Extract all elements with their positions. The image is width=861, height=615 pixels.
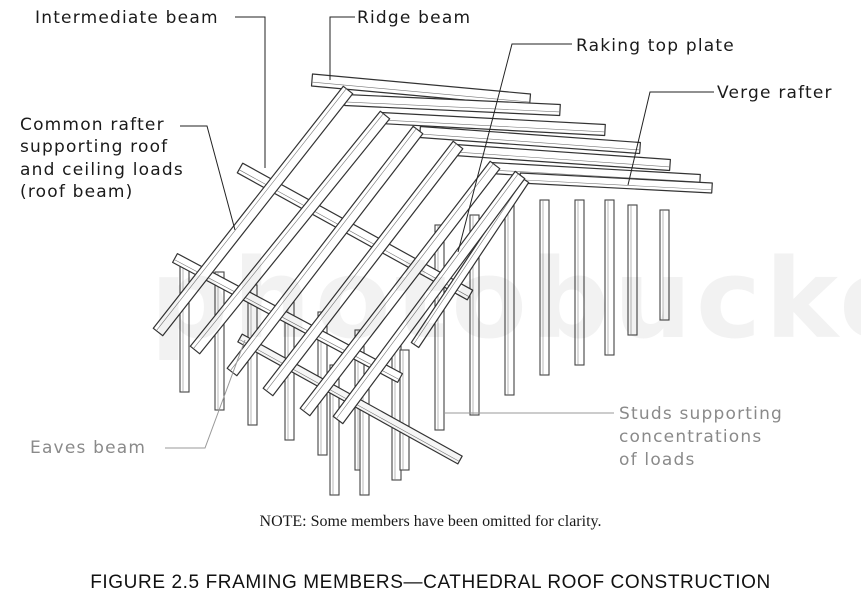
- eaves-top-plate-edge: [174, 259, 400, 380]
- gable-stud-5: [659, 209, 670, 321]
- verge-rafter-member: [332, 170, 526, 425]
- common-rafter-5: [299, 160, 501, 417]
- common-rafter-5-edge: [303, 163, 494, 411]
- purlin-3-edge: [419, 133, 640, 151]
- purlin-1-edge: [344, 101, 560, 113]
- purlin-4-edge: [454, 151, 670, 168]
- leader-3: [457, 43, 572, 253]
- common-rafter-4-edge: [266, 143, 457, 391]
- right-top-plate-edge: [519, 179, 712, 191]
- label-intermediate-beam: Intermediate beam: [35, 8, 219, 28]
- raking-top-plate-member: [410, 176, 530, 349]
- gable-stud-2: [574, 199, 585, 366]
- common-rafter-2: [189, 110, 391, 355]
- intermediate-beam-member-edge: [238, 169, 470, 297]
- right-wall-studs: [434, 199, 670, 431]
- common-rafter-line-1: Common rafter: [20, 115, 165, 135]
- leader-lines: [165, 16, 714, 449]
- common-rafter-4: [262, 140, 464, 397]
- label-verge-rafter: Verge rafter: [717, 83, 833, 103]
- common-rafter-1-edge: [156, 88, 347, 331]
- gable-stud-8: [434, 224, 445, 431]
- purlin-5-edge: [489, 169, 700, 183]
- leader-5: [180, 125, 236, 231]
- common-rafter-line-4: (roof beam): [20, 182, 134, 202]
- studs-line-3: of loads: [619, 450, 696, 470]
- common-rafter-2-edge: [193, 113, 384, 349]
- leader-2: [329, 16, 355, 80]
- ridge-beam-member-edge: [311, 81, 530, 103]
- common-rafter-line-2: supporting roof: [20, 137, 169, 157]
- purlin-3: [419, 125, 642, 155]
- gable-stud-1: [539, 199, 550, 376]
- verge-rafter-member-edge: [336, 173, 519, 419]
- studs-line-1: Studs supporting: [619, 404, 784, 424]
- gable-stud-3: [604, 199, 615, 356]
- leader-1: [235, 16, 266, 168]
- label-raking-top-plate: Raking top plate: [576, 36, 735, 56]
- studs-line-2: concentrations: [619, 427, 763, 447]
- figure-caption: FIGURE 2.5 FRAMING MEMBERS—CATHEDRAL ROO…: [90, 572, 771, 593]
- label-ridge-beam: Ridge beam: [357, 8, 472, 28]
- common-rafter-1: [152, 85, 354, 337]
- common-rafter-3: [226, 125, 424, 377]
- drawing-note: NOTE: Some members have been omitted for…: [259, 513, 602, 530]
- leader-4: [627, 91, 714, 186]
- roof-members: [152, 73, 713, 465]
- common-rafter-3-edge: [230, 128, 417, 371]
- raking-top-plate-member-edge: [413, 178, 524, 345]
- gable-stud-4: [627, 204, 638, 336]
- watermark: photobucket: [150, 235, 861, 363]
- label-eaves-beam: Eaves beam: [30, 438, 147, 458]
- common-rafter-line-3: and ceiling loads: [20, 160, 184, 180]
- eaves-stud-10: [399, 349, 410, 471]
- purlin-2-edge: [379, 119, 605, 133]
- leader-6: [165, 339, 246, 449]
- gable-stud-7: [469, 214, 480, 416]
